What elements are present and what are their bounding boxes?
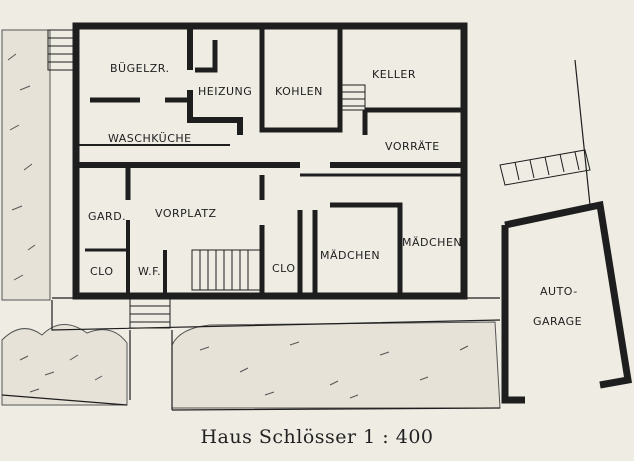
room-label-buegelzimmer: BÜGELZR. <box>110 62 169 75</box>
garden-bottom <box>171 321 501 409</box>
room-label-garderobe: GARD. <box>88 210 126 223</box>
room-label-waschkueche: WASCHKÜCHE <box>108 132 192 145</box>
room-label-vorplatz: VORPLATZ <box>155 207 217 220</box>
garage-walls <box>501 59 632 404</box>
room-label-garage: GARAGE <box>533 315 582 328</box>
room-label-vorraete: VORRÄTE <box>385 140 440 153</box>
room-label-wc: W.F. <box>138 265 161 278</box>
house-walls <box>72 22 468 300</box>
room-label-maedchen-1: MÄDCHEN <box>320 249 380 262</box>
room-label-clo-left: CLO <box>90 265 114 278</box>
room-label-heizung: HEIZUNG <box>198 85 252 98</box>
garden-left <box>1 29 51 301</box>
garden-bottom-left <box>1 324 128 406</box>
room-label-maedchen-2: MÄDCHEN <box>402 236 462 249</box>
room-label-keller: KELLER <box>372 68 416 81</box>
stairs <box>47 29 591 329</box>
room-label-clo-right: CLO <box>272 262 296 275</box>
plan-caption: Haus Schlösser 1 : 400 <box>200 426 434 448</box>
room-label-kohlen: KOHLEN <box>275 85 323 98</box>
room-label-auto: AUTO- <box>540 285 578 298</box>
